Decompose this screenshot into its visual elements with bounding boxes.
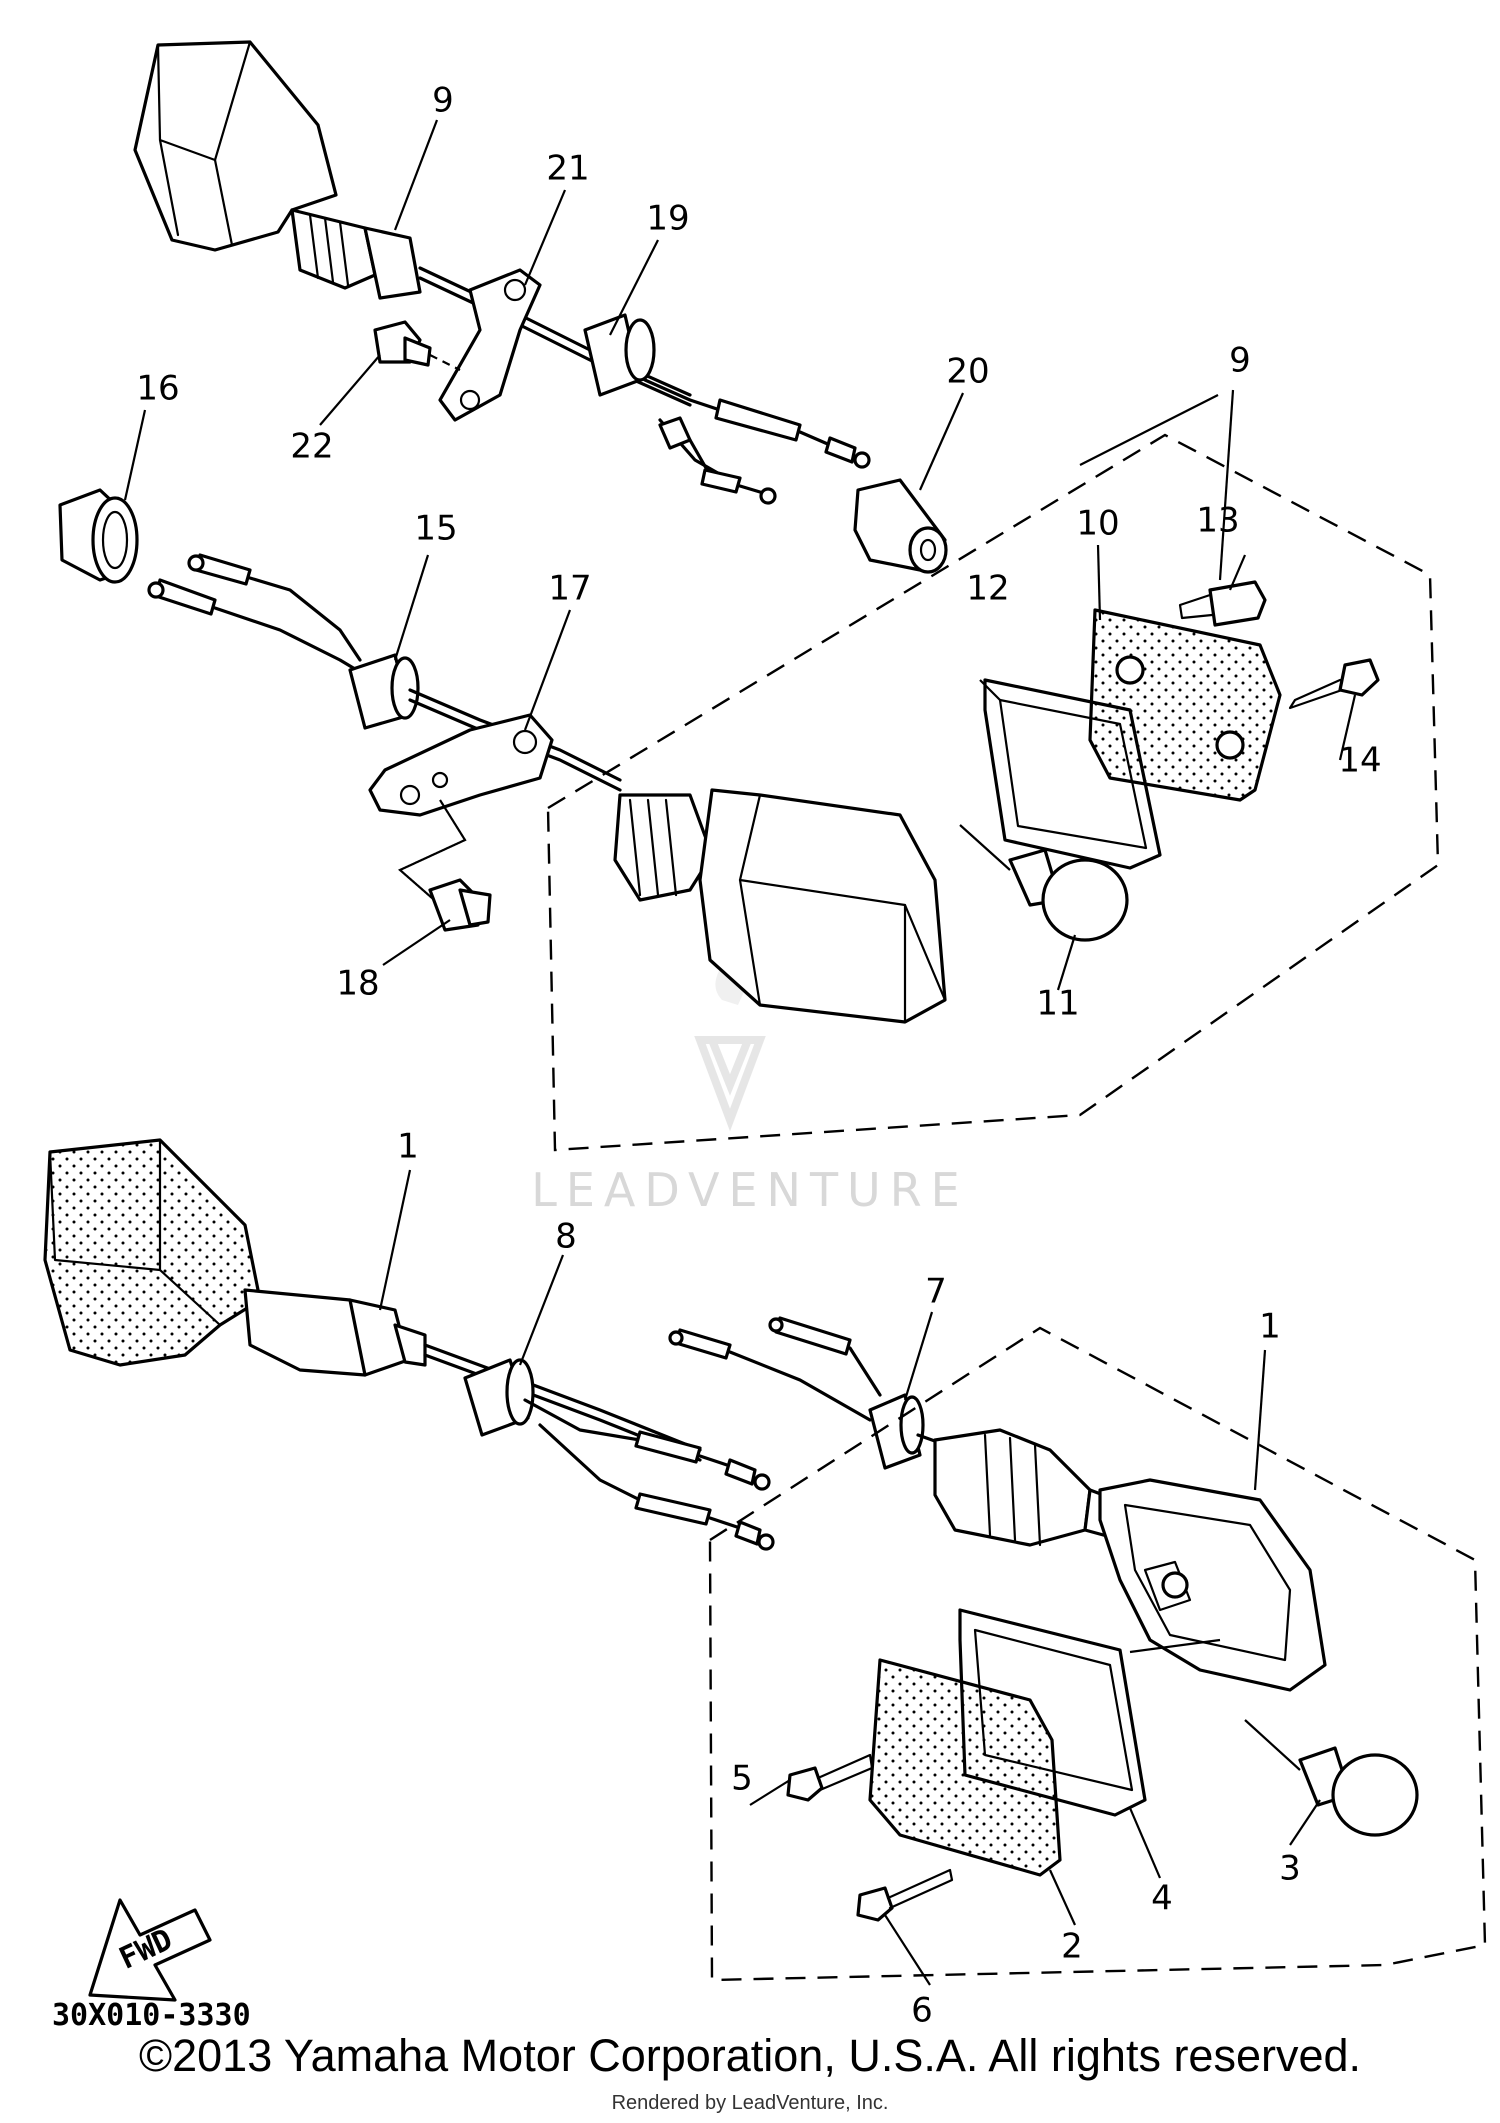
part-3-bulb	[1298, 1746, 1419, 1837]
lead-11	[959, 824, 1011, 871]
part-2-lens	[868, 1658, 1062, 1877]
lower-left-rear-flasher-body	[613, 788, 947, 1024]
callout-14: 14	[1338, 741, 1381, 781]
part-10-lens	[1088, 608, 1282, 802]
part-15-grommet	[348, 653, 622, 792]
part-14-screw	[1288, 658, 1380, 710]
lead-12	[979, 679, 1001, 701]
part-17-bracket	[368, 713, 554, 817]
rendered-by-notice: Rendered by LeadVenture, Inc.	[611, 2092, 889, 2114]
part-19-grommet	[583, 313, 732, 482]
upper-wire-connectors	[658, 398, 871, 505]
callout-15: 15	[414, 509, 457, 549]
part-7-grommet	[668, 1316, 962, 1470]
callout-4: 4	[1151, 1879, 1173, 1919]
callout-21: 21	[546, 149, 589, 189]
callout-5: 5	[731, 1759, 753, 1799]
diagram-code: 30X010-3330	[52, 1998, 251, 2033]
part-21-bracket	[438, 268, 542, 422]
lower-wire-connectors	[634, 1430, 775, 1551]
part-20-grommet	[853, 478, 948, 574]
callout-16: 16	[136, 369, 179, 409]
callout-11: 11	[1036, 984, 1079, 1024]
middle-wire-connectors	[147, 553, 362, 674]
part-6-screw	[856, 1868, 954, 1922]
callout-1-right: 1	[1259, 1307, 1281, 1347]
assembly-9-boundary	[546, 433, 1440, 1152]
callout-20: 20	[946, 352, 989, 392]
callout-19: 19	[646, 199, 689, 239]
part-11-bulb	[1008, 848, 1129, 942]
part-8-grommet	[463, 1358, 642, 1502]
callout-9-upper: 9	[432, 81, 454, 121]
watermark-text: LEADVENTURE	[531, 1163, 969, 1217]
part-13-screw	[1178, 580, 1267, 627]
callout-13: 13	[1196, 501, 1239, 541]
callout-22: 22	[290, 427, 333, 467]
callout-10: 10	[1076, 504, 1119, 544]
callout-7: 7	[925, 1272, 947, 1312]
part-18-bolt	[397, 799, 492, 932]
part-16-cap	[58, 488, 139, 584]
callout-3: 3	[1279, 1849, 1301, 1889]
callout-18: 18	[336, 964, 379, 1004]
callout-2: 2	[1061, 1927, 1083, 1967]
part-1-left-flasher	[43, 1138, 702, 1462]
part-22-bolt	[373, 320, 461, 371]
callout-17: 17	[548, 569, 591, 609]
assembly-1-boundary	[708, 1326, 1487, 1982]
part-1-right-flasher	[933, 1428, 1327, 1692]
callout-12: 12	[966, 569, 1009, 609]
callout-8: 8	[555, 1217, 577, 1257]
callout-1-left: 1	[397, 1127, 419, 1167]
callout-9-assembly: 9	[1229, 341, 1251, 381]
lead-4	[1129, 1638, 1221, 1654]
lead-3	[1244, 1719, 1301, 1771]
copyright-notice: ©2013 Yamaha Motor Corporation, U.S.A. A…	[138, 2030, 1362, 2081]
part-5-screw	[786, 1753, 874, 1802]
fwd-arrow-icon: FWD	[88, 1898, 212, 2002]
callout-6: 6	[911, 1991, 933, 2031]
leader-lines	[123, 119, 1357, 1986]
